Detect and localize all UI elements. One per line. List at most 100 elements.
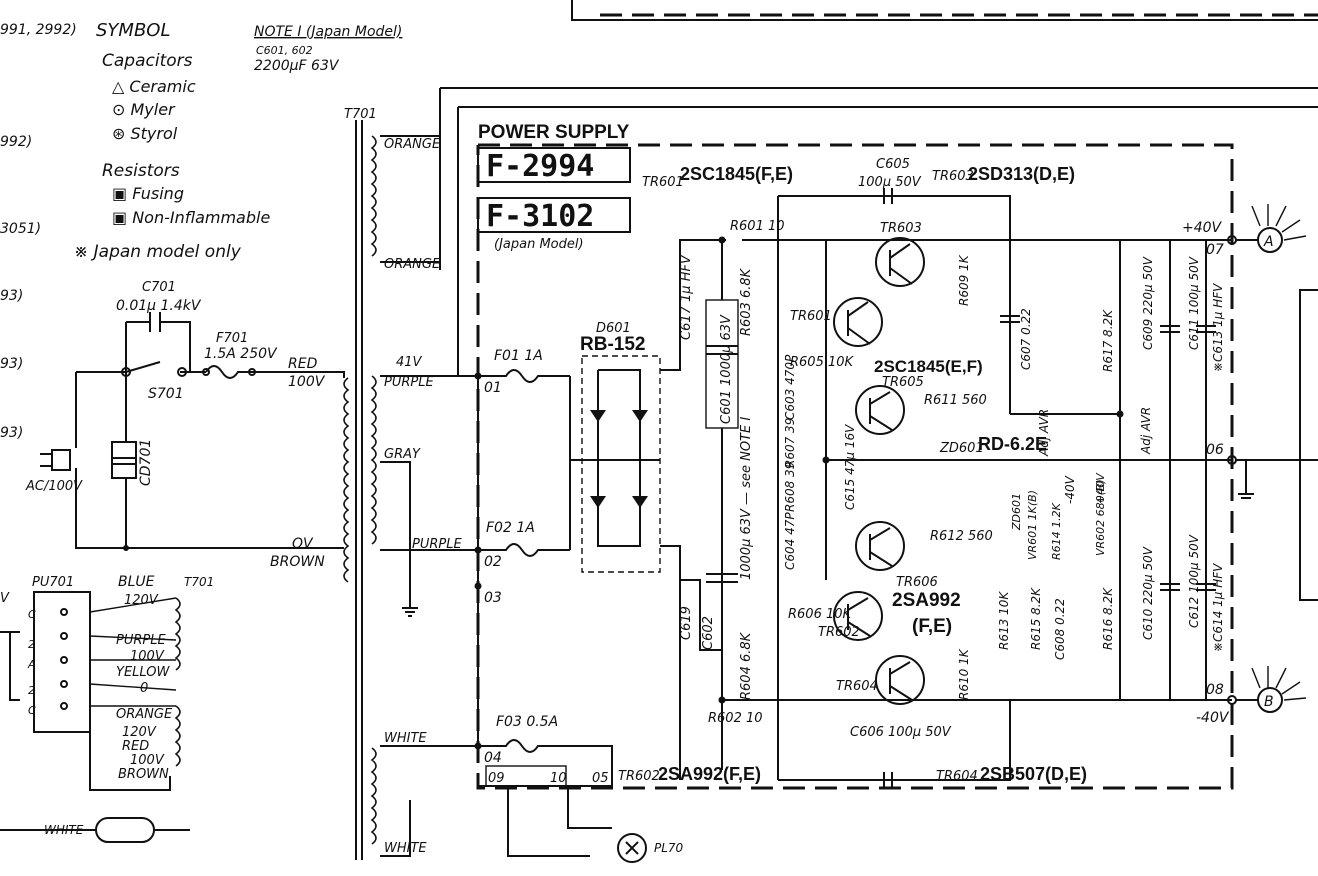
terminal-05: 05 [592,771,609,786]
power-supply-title: POWER SUPPLY [478,122,630,143]
tr603-symbol [875,237,925,287]
terminal-01: 01 [484,380,502,396]
tr603-top-type: 2SD313(D,E) [968,164,1075,184]
d601-bridge-box [581,355,661,573]
rd62e-label: RD-6.2E [978,434,1047,454]
legend-title: SYMBOL [96,20,171,41]
connector-b [1257,687,1283,713]
41v-label: 41V [396,355,423,370]
neg40-label: -40V [1063,475,1077,504]
terminal-06: 06 [1206,442,1224,458]
r617-label: R617 8.2K [1101,309,1115,372]
filter-caps: C617 1µ HFV C601 1000µ 63V C619 C602 100… [679,219,785,770]
c614-label: ※C614 1µ HFV [1211,563,1225,652]
tr602-symbol [833,591,883,641]
s701-label: S701 [148,386,184,402]
tr604-symbol [875,655,925,705]
pu-brown: BROWN [118,767,169,782]
margin-ref-1: 991, 2992) [0,22,77,38]
orange-bottom-label: ORANGE [384,257,441,272]
legend-noninflammable: ▣ Non-Inflammable [112,208,270,227]
t701-label: T701 [344,107,377,122]
brown-label: BROWN [270,554,325,570]
note-line2: 2200µF 63V [254,58,340,74]
vr601-label: VR601 1K(B) [1026,490,1039,560]
tr601-label: TR601 [790,309,832,324]
vr602-label: VR602 680(B) [1094,479,1107,556]
connector-b-label: B [1264,694,1274,710]
tr603-top-ref: TR603 [932,169,974,184]
c701-label: C701 [142,280,176,295]
pu701-body [33,591,91,733]
legend-mylar: ⊙ Myler [112,100,176,119]
c602-label: C602 [701,616,716,650]
r614-label: R614 1.2K [1050,502,1063,560]
margin-ref-4: 93) [0,288,23,304]
c602-value: 1000µ 63V — see NOTE I [739,417,754,580]
terminal-09: 09 [488,771,505,786]
tr606-symbol [855,521,905,571]
legend-styrol: ⊛ Styrol [112,124,178,143]
svg-text:V: V [0,591,10,606]
model-box-2 [477,197,631,233]
r608-label: R608 39 [783,462,797,512]
pu-100v: 100V [130,649,165,664]
margin-ref-2: 992) [0,134,32,150]
pos40-label: +40V [1094,472,1107,504]
legend-resistors: Resistors [102,161,180,181]
c601-label: C601 1000µ 63V [719,314,734,424]
adj-avr-a: Adj AVR [1037,409,1051,457]
zd601-label-a: ZD601 [939,441,984,456]
ground-symbol [402,607,418,617]
c613-label: ※C613 1µ HFV [1211,283,1225,372]
c701-value: 0.01µ 1.4kV [116,298,202,314]
terminal-03: 03 [484,590,502,606]
tr601-top-ref: TR601 [642,175,684,190]
tr601-top-type: 2SC1845(F,E) [680,164,793,184]
model-2: F-3102 [486,199,594,234]
tr604-bottom-type: 2SB507(D,E) [980,764,1087,784]
pu-yellow: YELLOW [116,665,170,680]
cd701-label: CD701 [138,439,154,486]
r611-label: R611 560 [924,393,987,408]
margin-ref-6: 93) [0,425,23,441]
secondary-coil-orange [370,135,377,257]
c605-label: C605 [876,157,910,172]
c606-label: C606 100µ 50V [850,725,952,740]
legend-japan-only: ※ Japan model only [74,242,242,262]
white-top-label: WHITE [384,731,427,746]
d601-label: D601 [596,321,631,336]
ac-input: C701 0.01µ 1.4kV S701 F701 1.5A 250V RED… [25,280,345,570]
c612-label: C612 100µ 50V [1187,534,1201,628]
r616-label: R616 8.2K [1101,587,1115,650]
r613-label: R613 10K [997,591,1011,650]
model-box-1 [477,147,631,183]
purple-bottom-label: PURPLE [412,537,462,552]
white-connector [95,817,155,843]
terminal-07: 07 [1206,242,1224,258]
white-bottom-label: WHITE [384,841,427,856]
margin-ref-3: 3051) [0,221,41,237]
orange-top-label: ORANGE [384,137,441,152]
model-1: F-2994 [486,149,594,184]
connector-a [1257,227,1283,253]
top-frame [439,0,1318,375]
terminal-08: 08 [1206,682,1224,698]
pu701-selector: PU701 V C 2 A 2 C BLUE 120V T701 PURPLE … [0,574,214,843]
pu701-label: PU701 [32,575,74,590]
r610-label: R610 1K [957,648,971,700]
f701-value: 1.5A 250V [204,346,278,362]
c603-label: C603 470P [783,354,797,420]
pu-red: RED [122,739,149,754]
pl701-label: PL70 [654,841,684,855]
outputs: +40V 07 06 08 -40V A B [1182,204,1318,726]
tr604-label: TR604 [836,679,878,694]
note-line1: C601, 602 [256,44,313,57]
legend-ceramic: △ Ceramic [112,77,196,96]
pu-purple: PURPLE [116,633,166,648]
tr605-symbol [855,385,905,435]
c615-label: C615 47µ 16V [843,424,857,510]
ov-label: OV [292,536,314,552]
c607-label: C607 0.22 [1019,308,1033,370]
